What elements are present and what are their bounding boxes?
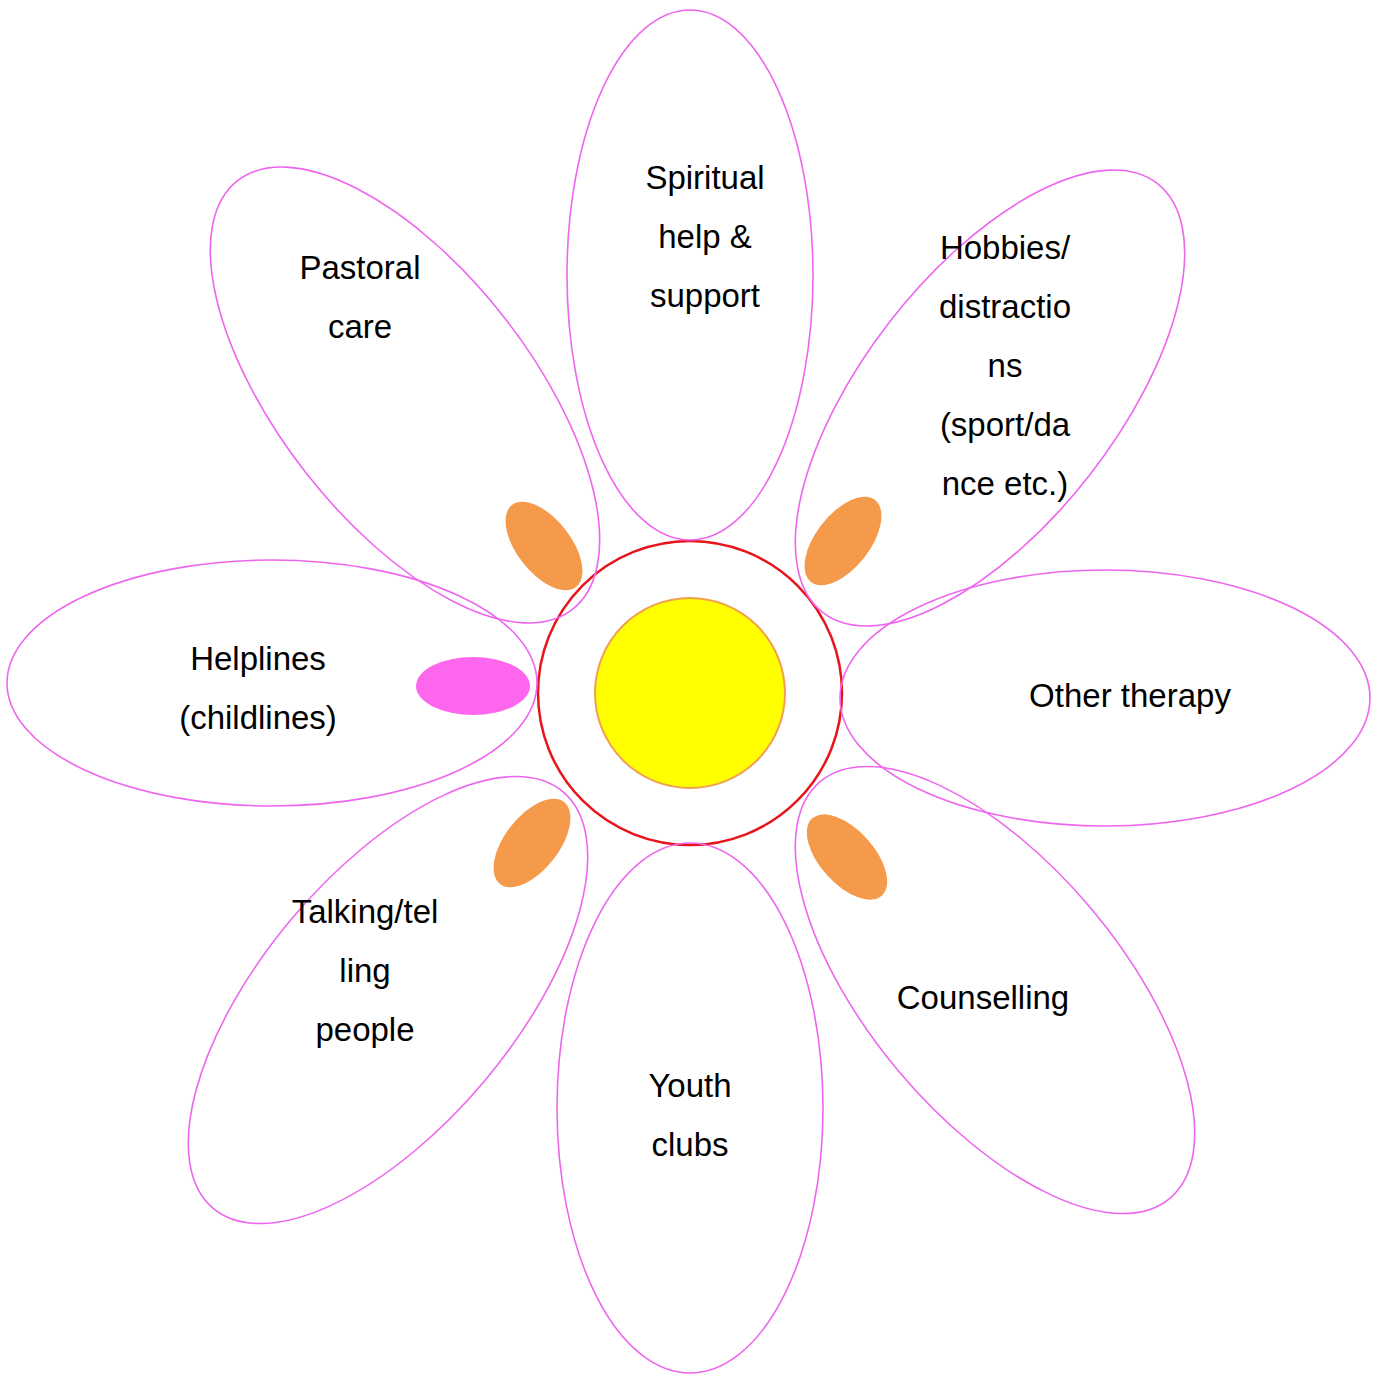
petal-label: Counselling: [868, 968, 1098, 1027]
petal-text-holder: Other therapy: [990, 666, 1270, 725]
pink-dot: [416, 657, 530, 715]
petal-text-holder: Hobbies/distractions (sport/dance etc.): [935, 218, 1075, 513]
petal: Pastoral care: [125, 115, 685, 675]
petal-shape: [723, 106, 1256, 690]
petal-shape: [724, 701, 1267, 1280]
petal-label: Other therapy: [990, 666, 1270, 725]
petal-label: Talking/telling people: [290, 882, 440, 1059]
centre-disc: [595, 598, 785, 788]
orange-dot: [491, 488, 598, 603]
petal-text-holder: Talking/telling people: [290, 882, 440, 1059]
orange-dot: [790, 483, 897, 598]
petal-shape: [138, 103, 671, 687]
petal-shape: [7, 560, 537, 806]
petal-shape: [840, 570, 1370, 826]
petal-shape: [567, 10, 813, 540]
petal-text-holder: Counselling: [868, 968, 1098, 1027]
petal-text-holder: Youth clubs: [635, 1056, 745, 1174]
petal-shape: [557, 843, 823, 1373]
petal: Other therapy: [825, 418, 1376, 978]
petal-label: Youth clubs: [635, 1056, 745, 1174]
petal-text-holder: Spiritual help & support: [630, 148, 780, 325]
petal-label: Hobbies/distractions (sport/dance etc.): [935, 218, 1075, 513]
petal-label: Helplines (childlines): [148, 629, 368, 747]
petal-text-holder: Helplines (childlines): [148, 629, 368, 747]
petal-outline: [108, 720, 668, 1280]
petal: Counselling: [715, 710, 1275, 1270]
petal-label: Pastoral care: [285, 238, 435, 356]
petal-text-holder: Pastoral care: [285, 238, 435, 356]
petal-label: Spiritual help & support: [630, 148, 780, 325]
petal: Talking/telling people: [108, 720, 668, 1280]
petal: Youth clubs: [410, 828, 970, 1376]
centre-ring: [538, 541, 842, 845]
petal: Spiritual help & support: [410, 0, 970, 555]
petal: Hobbies/distractions (sport/dance etc.): [710, 118, 1270, 678]
petal: Helplines (childlines): [0, 403, 552, 963]
petal-outline: [710, 118, 1270, 678]
petal-outline: [125, 115, 685, 675]
petal-shape: [117, 711, 660, 1290]
orange-dot: [479, 785, 586, 900]
orange-dot: [792, 800, 902, 913]
petal-outline: [0, 403, 552, 963]
